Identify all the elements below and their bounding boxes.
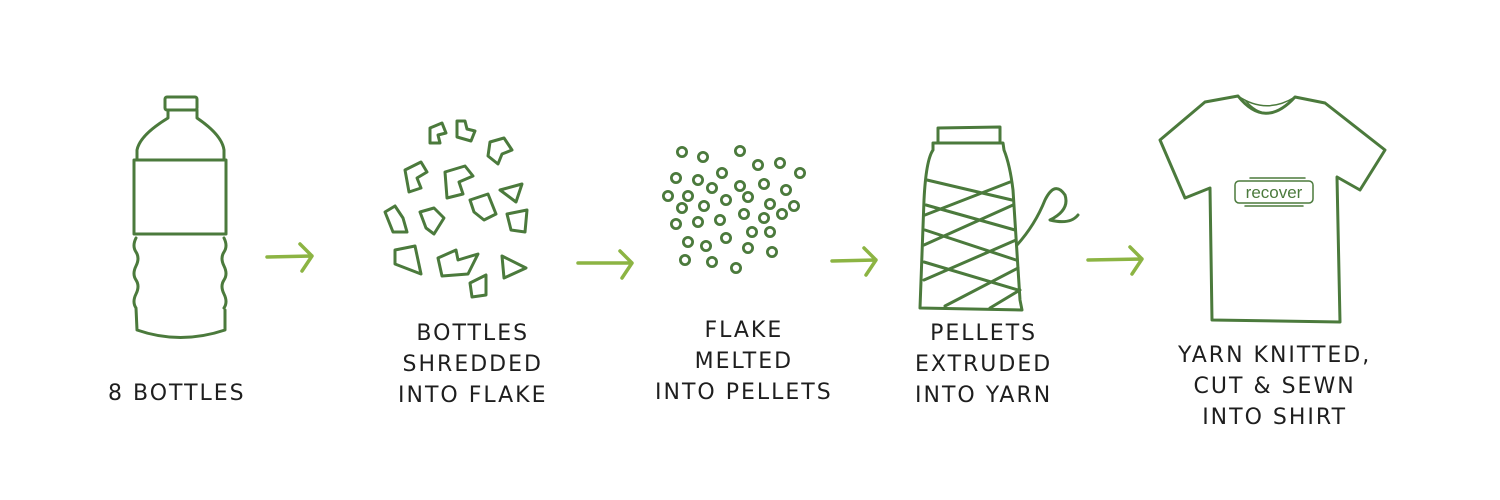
- shirt-logo: recover: [1246, 183, 1303, 202]
- pellet: [706, 255, 719, 268]
- label-line: 8 Bottles: [108, 381, 246, 406]
- label-line: Shredded: [402, 352, 543, 377]
- pellet: [692, 173, 705, 186]
- pellet: [774, 156, 787, 169]
- pellet: [758, 177, 771, 190]
- pellet: [746, 225, 759, 238]
- pellet: [692, 215, 705, 228]
- arrow-icon: [830, 246, 878, 277]
- label-line: Into Shirt: [1202, 405, 1348, 430]
- pellet: [698, 199, 711, 212]
- pellet: [720, 193, 733, 206]
- pellet: [742, 241, 755, 254]
- step-label-flake: Bottles Shredded Into Flake: [398, 318, 548, 411]
- label-line: Into Pellets: [655, 380, 833, 405]
- pellet: [738, 207, 751, 220]
- label-line: Extruded: [915, 352, 1053, 377]
- arrow-icon: [265, 242, 314, 273]
- flakes-icon: [383, 119, 529, 299]
- pellet: [714, 213, 727, 226]
- pellet: [720, 231, 733, 244]
- pellets-icon: [662, 144, 807, 274]
- arrow-icon: [1086, 245, 1144, 276]
- label-line: Into Flake: [398, 383, 548, 408]
- label-line: Bottles: [416, 321, 530, 346]
- pellet: [716, 166, 729, 179]
- pellet: [734, 144, 747, 157]
- pellet: [676, 145, 689, 158]
- pellet: [730, 261, 743, 274]
- label-line: Melted: [694, 349, 794, 374]
- pellet: [682, 189, 695, 202]
- pellet: [766, 245, 779, 258]
- pellet: [676, 201, 689, 214]
- yarn-spool-icon: [918, 125, 1080, 312]
- pellet: [679, 253, 692, 266]
- pellet: [697, 150, 710, 163]
- step-label-bottles: 8 Bottles: [108, 378, 246, 409]
- pellet: [758, 211, 771, 224]
- pellet: [780, 183, 793, 196]
- pellet: [670, 171, 683, 184]
- pellet: [776, 207, 789, 220]
- pellet: [742, 190, 755, 203]
- label-line: Pellets: [930, 321, 1038, 346]
- pellet: [662, 189, 675, 202]
- arrow-icon: [576, 249, 634, 280]
- t-shirt-icon: [1158, 94, 1387, 324]
- pellet: [682, 235, 695, 248]
- pellet: [706, 181, 719, 194]
- label-line: Into Yarn: [915, 383, 1053, 408]
- step-label-shirt: Yarn Knitted, Cut & Sewn Into Shirt: [1178, 340, 1371, 433]
- pellet: [788, 199, 801, 212]
- pellet: [764, 225, 777, 238]
- label-line: Yarn Knitted,: [1178, 343, 1372, 368]
- step-label-yarn: Pellets Extruded Into Yarn: [915, 318, 1052, 411]
- bottle-icon: [132, 95, 228, 339]
- pellet: [670, 217, 683, 230]
- label-line: Flake: [704, 318, 784, 343]
- arrows: [265, 242, 1144, 280]
- label-line: Cut & Sewn: [1193, 374, 1356, 399]
- pellet: [734, 179, 747, 192]
- pellet: [752, 158, 765, 171]
- step-label-pellets: Flake Melted Into Pellets: [655, 315, 833, 408]
- pellet: [700, 239, 713, 252]
- pellet: [794, 166, 807, 179]
- pellet: [764, 197, 777, 210]
